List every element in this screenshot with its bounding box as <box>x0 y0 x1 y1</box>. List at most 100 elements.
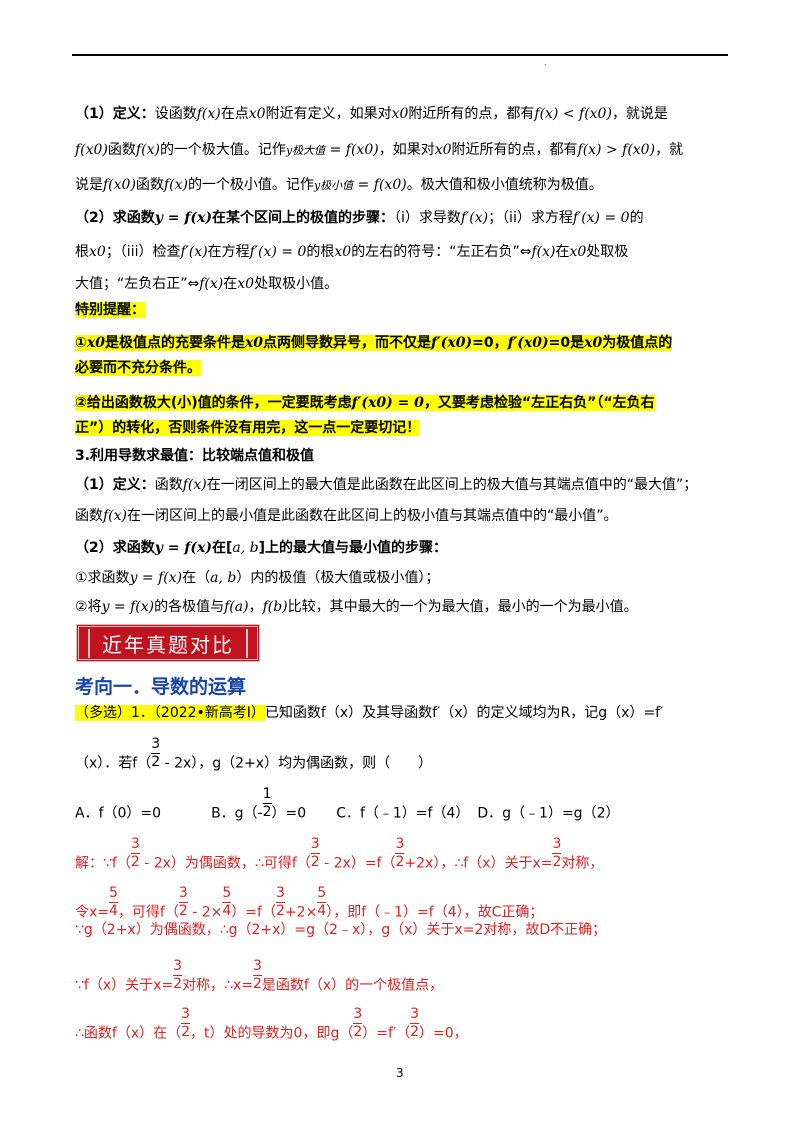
text: 的各极值与 <box>154 599 225 615</box>
math: f(x0) <box>75 142 108 158</box>
option-c: C．f（﹣1）=f（4） <box>336 805 470 822</box>
text: 附近所有的点，都有 <box>408 106 535 122</box>
def-line-3: 说是f(x0)函数f(x)的一个极小值。记作y极小值 = f(x0)。极大值和极… <box>75 175 603 196</box>
text: =0， <box>472 335 508 351</box>
math: x0 <box>584 335 603 351</box>
math: x0 <box>569 244 587 260</box>
text: 已知函数f（x）及其导函数f′（x）的定义域均为R，记g（x）=f′ <box>264 705 664 721</box>
tip-title-text: 特别提醒： <box>75 302 145 318</box>
text: ②将 <box>75 599 102 615</box>
text: 处取极 <box>586 244 629 260</box>
text: 函数 <box>154 477 183 493</box>
math: f′(x0) <box>507 335 549 351</box>
math: y = f(x) <box>129 570 183 586</box>
text: 设函数 <box>154 106 197 122</box>
text: ， <box>248 599 263 615</box>
tip-line-2: 必要而不充分条件。 <box>75 358 201 378</box>
math: f(x) <box>196 106 221 122</box>
minus-sign: - <box>257 805 263 822</box>
text: 必要而不充分条件。 <box>75 360 201 376</box>
math: x0 <box>86 335 105 351</box>
steps-line-3: 大值；“左负右正”⇔f(x)在x0处取极小值。 <box>75 274 338 294</box>
text: 根 <box>75 244 89 260</box>
option-b-end: ）=0 <box>271 805 307 822</box>
text: 。极大值和极小值统称为极值。 <box>406 177 603 193</box>
math: f(x) > f(x0) <box>577 142 656 158</box>
math: f(x) <box>531 244 556 260</box>
text: 是 <box>570 335 585 351</box>
math: x0 <box>89 244 106 260</box>
math: x0 <box>244 335 264 351</box>
question-line-1: （多选）1．（2022•新高考Ⅰ）已知函数f（x）及其导函数f′（x）的定义域均… <box>75 703 663 723</box>
text: 在点 <box>220 106 249 122</box>
math: y极大值 <box>285 144 326 157</box>
math: f(b) <box>262 599 288 615</box>
math: f(x) <box>135 142 160 158</box>
solution-line-3: ∵g（2+x）为偶函数，∴g（2+x）=g（2﹣x），g（x）关于x=2对称，故… <box>75 922 607 938</box>
s3-line-5: ②将y = f(x)的各极值与f(a)，f(b)比较，其中最大的一个为最大值，最… <box>75 597 638 617</box>
steps-line-1: （2）求函数y = f(x)在某个区间上的极值的步骤：（i）求导数f′(x)；（… <box>75 208 644 228</box>
tip-line-1: ①x0是极值点的充要条件是x0点两侧导数异号，而不仅是f′(x0)=0，f′(x… <box>75 333 673 353</box>
math: a, b <box>210 570 237 586</box>
s3-line-2: 函数f(x)在一闭区间上的最小值是此函数在此区间上的极小值与其端点值中的“最小值… <box>75 506 618 526</box>
text: ，又要考虑检验“左正右负”（“左负右 <box>423 395 655 411</box>
banner-text: 近年真题对比 <box>88 628 248 658</box>
text: 在方程 <box>207 244 250 260</box>
steps-line-2: 根x0；（iii）检查f′(x)在方程f′(x) = 0的根x0的左右的符号：“… <box>75 242 628 262</box>
math: f(x) <box>103 508 128 524</box>
text: ②给出函数极大(小)值的条件，一定要既考虑 <box>75 395 352 411</box>
math: x0 <box>237 276 255 292</box>
text: 附近有定义，如果对 <box>265 106 392 122</box>
text: 为极值点的 <box>602 335 673 351</box>
math: x0 <box>434 142 452 158</box>
text: 在 <box>555 244 570 260</box>
math: y = f(x) <box>154 210 212 226</box>
circled-1: ① <box>75 335 87 351</box>
text: 比较，其中最大的一个为最大值，最小的一个为最小值。 <box>287 599 638 615</box>
option-d: D．g（﹣1）=g（2） <box>477 805 620 822</box>
text: 在 <box>223 276 238 292</box>
text: ；（iii）检查 <box>105 244 181 260</box>
text: 函数 <box>135 177 164 193</box>
text: 是极值点的充要条件是 <box>104 335 245 351</box>
math: f′(x) = 0 <box>249 244 307 260</box>
text: 大值；“左负右正” <box>75 276 188 292</box>
math: = f(x0) <box>353 177 407 193</box>
label: ]上的最大值与最小值的步骤： <box>258 540 448 556</box>
text: 的根 <box>306 244 335 260</box>
text: （i）求导数 <box>393 210 461 226</box>
text: 在一闭区间上的最大值是此函数在此区间上的极大值与其端点值中的“最大值”； <box>206 477 698 493</box>
text: ）内的极值（极大值或极小值）； <box>236 570 440 586</box>
text: 说是 <box>75 177 103 193</box>
text: ①求函数 <box>75 570 130 586</box>
iff-symbol: ⇔ <box>187 276 200 292</box>
section3-title: 3.利用导数求最值：比较端点值和极值 <box>75 448 315 464</box>
math: y = f(x) <box>154 540 212 556</box>
math: x0 <box>334 244 352 260</box>
math: f′(x) <box>180 244 208 260</box>
math: f(x) <box>182 477 207 493</box>
text: ，如果对 <box>378 142 435 158</box>
math: f′(x0) = 0 <box>351 395 424 411</box>
text: ，就 <box>655 142 684 158</box>
page-number: 3 <box>396 1066 404 1080</box>
text: 函数 <box>75 508 103 524</box>
text: 的 <box>629 210 644 226</box>
text: ；（ii）求方程 <box>488 210 573 226</box>
text: 的一个极大值。记作 <box>159 142 286 158</box>
math: f′(x) = 0 <box>572 210 630 226</box>
math: f′(x) <box>460 210 489 226</box>
math: y = f(x) <box>101 599 155 615</box>
label: 在某个区间上的极值的步骤： <box>211 210 394 226</box>
s3-line-3: （2）求函数y = f(x)在[a, b]上的最大值与最小值的步骤： <box>75 538 447 558</box>
math: = f(x0) <box>325 142 379 158</box>
s3-line-4: ①求函数y = f(x)在（a, b）内的极值（极大值或极小值）； <box>75 568 439 588</box>
s3-line-1: （1）定义：函数f(x)在一闭区间上的最大值是此函数在此区间上的极大值与其端点值… <box>75 475 697 495</box>
text: 附近所有的点，都有 <box>451 142 578 158</box>
text: ，就说是 <box>611 106 668 122</box>
